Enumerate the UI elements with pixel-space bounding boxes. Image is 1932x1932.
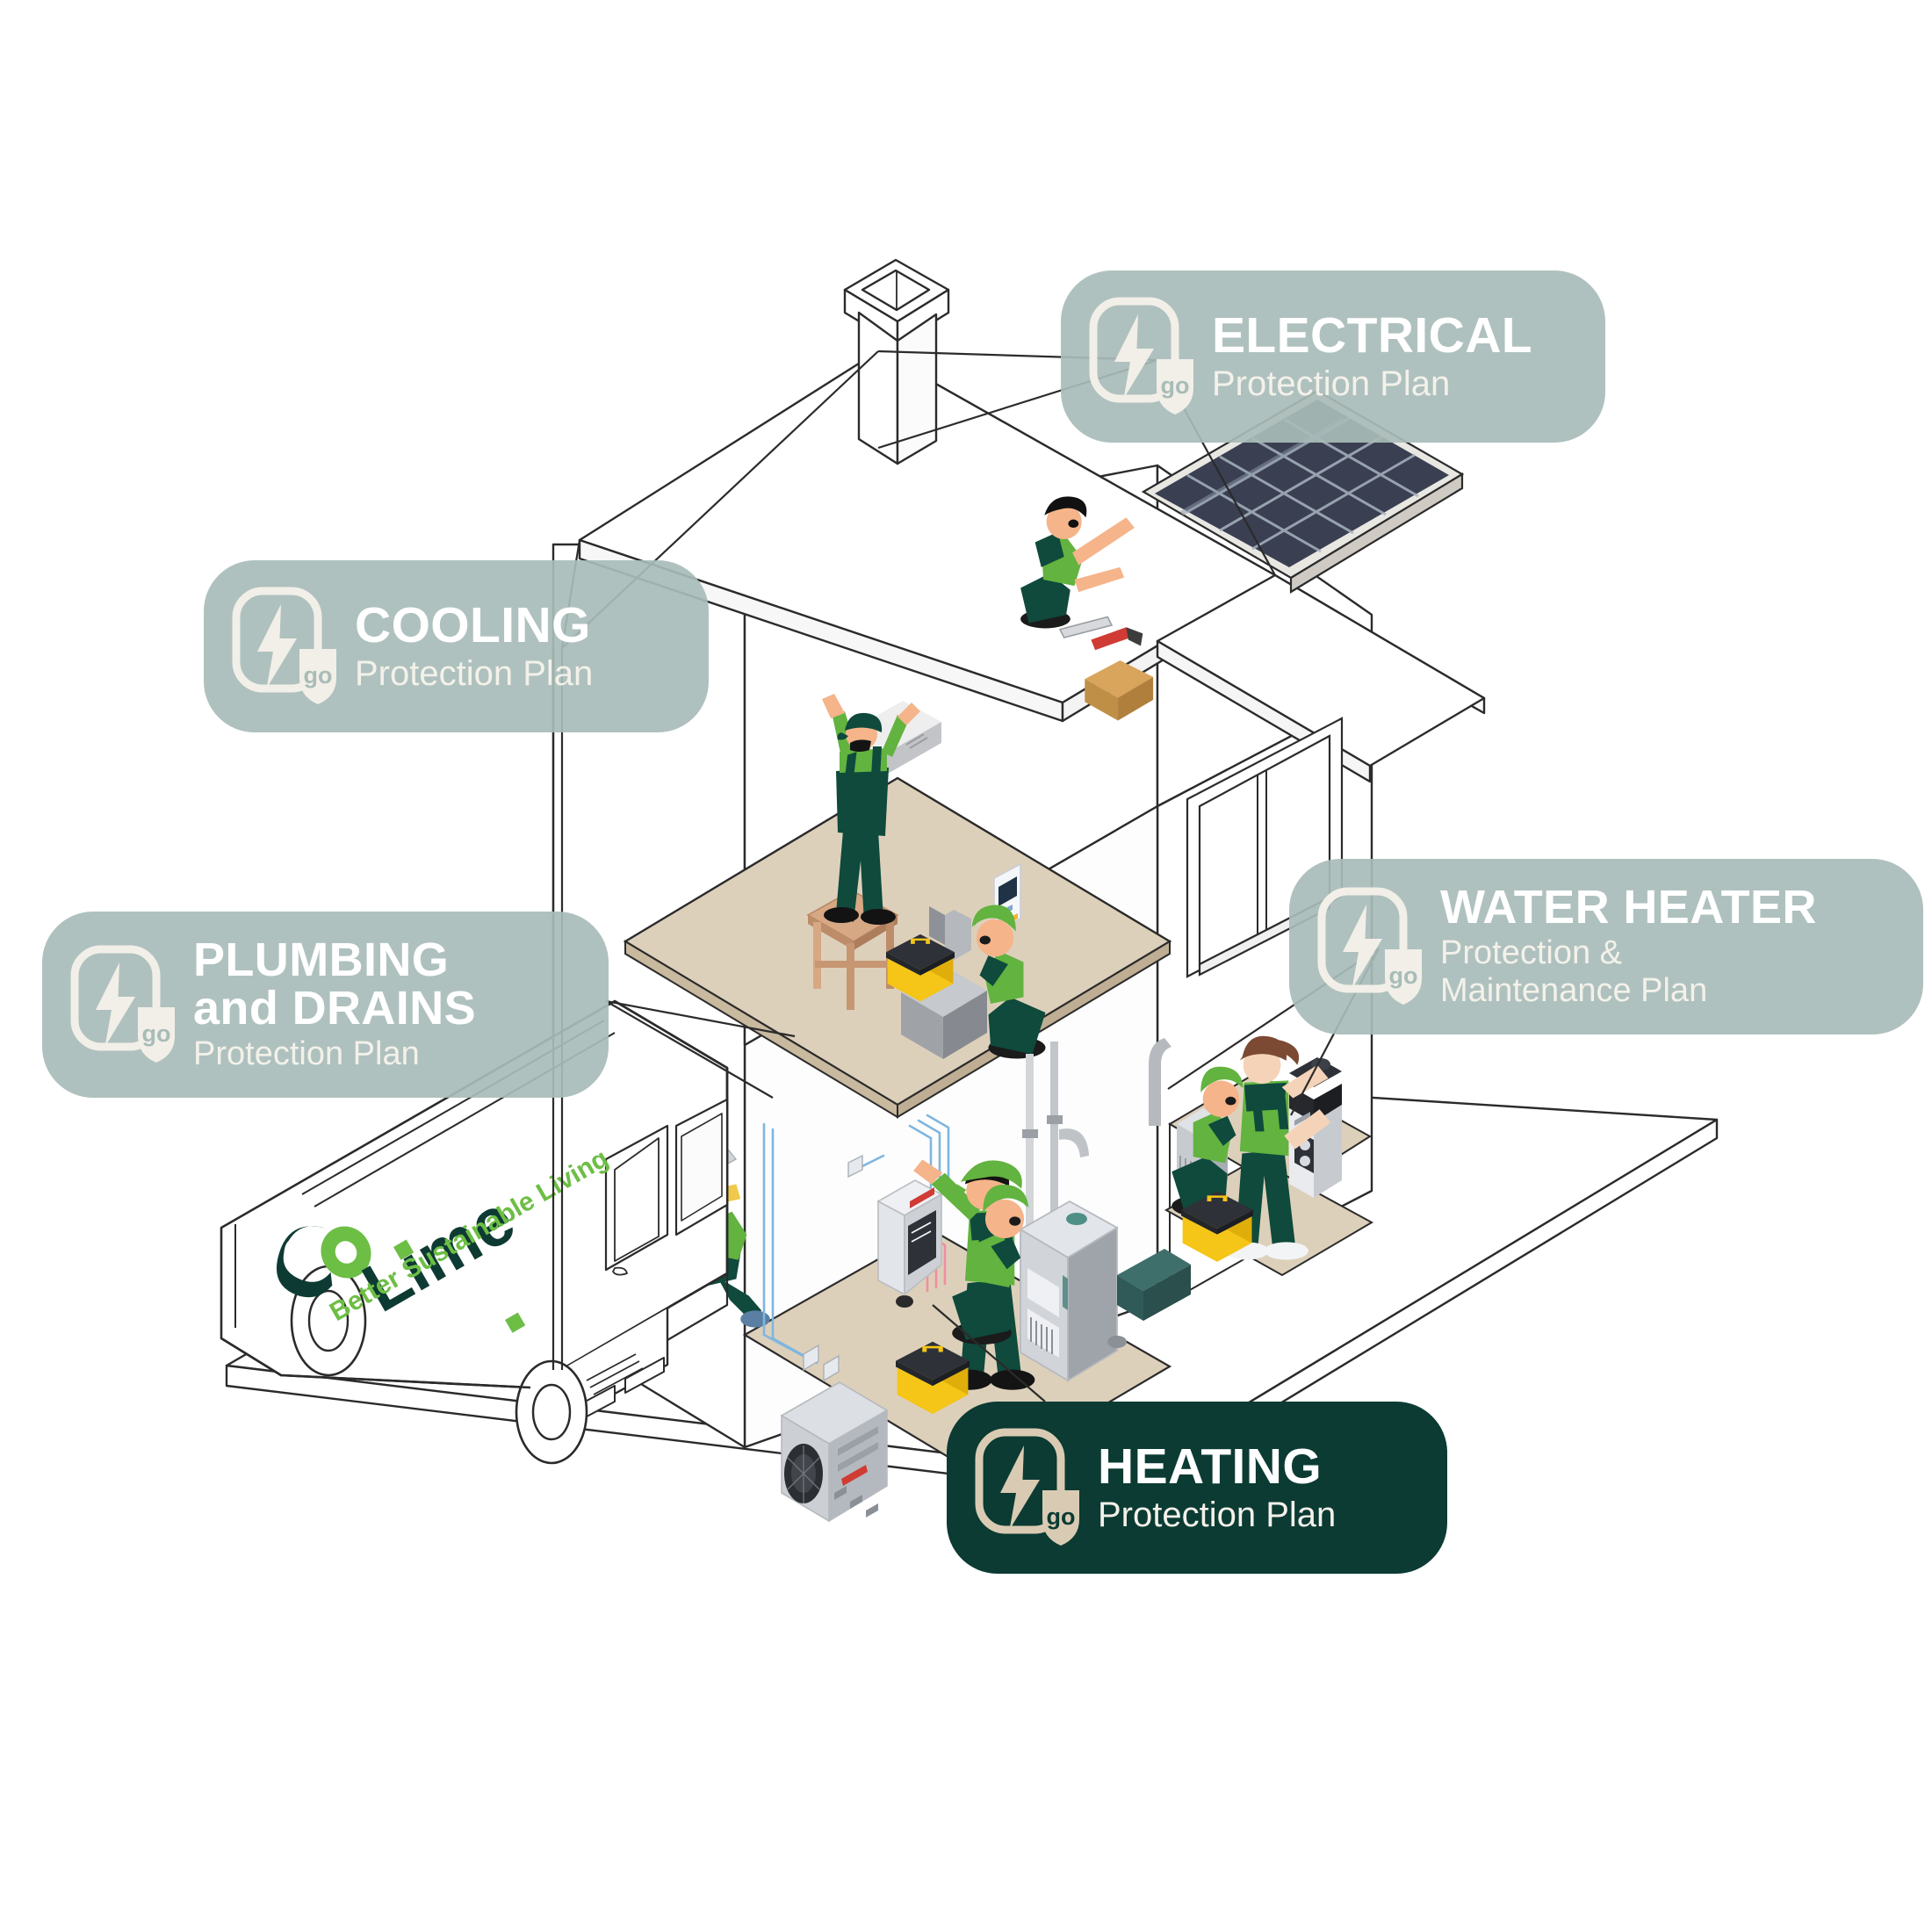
roof	[578, 350, 1486, 783]
badge-water-heater-icon: go	[1308, 881, 1440, 1013]
svg-text:go: go	[304, 662, 333, 688]
badge-electrical-title: ELECTRICAL	[1212, 306, 1532, 364]
wall-wiring	[762, 1114, 950, 1382]
badge-plumbing-subtitle: Protection Plan	[193, 1035, 420, 1073]
outdoor-ac-condenser	[780, 1381, 889, 1523]
svg-text:go: go	[1161, 372, 1190, 399]
svg-text:go: go	[1047, 1503, 1076, 1530]
service-van	[220, 999, 729, 1465]
badge-electrical-icon: go	[1080, 291, 1212, 422]
badge-plumbing-title-line2: and DRAINS	[193, 982, 477, 1035]
badge-plumbing-and-drains[interactable]: go PLUMBING and DRAINS Protection Plan	[42, 912, 609, 1098]
badge-heating-icon: go	[966, 1422, 1098, 1554]
badge-water-heater-title: WATER HEATER	[1440, 881, 1817, 934]
badge-electrical-subtitle: Protection Plan	[1212, 364, 1451, 403]
badge-heating-title: HEATING	[1098, 1438, 1323, 1495]
chimney	[843, 258, 950, 465]
worker-solar-installer	[1020, 496, 1154, 721]
badge-cooling[interactable]: go COOLING Protection Plan	[204, 560, 709, 732]
badge-water-heater-subtitle: Protection & Maintenance Plan	[1440, 934, 1708, 1010]
badge-heating-subtitle: Protection Plan	[1098, 1495, 1337, 1534]
furnace	[1019, 1200, 1191, 1382]
duct-work	[901, 906, 987, 1059]
badge-water-heater[interactable]: go WATER HEATER Protection & Maintenance…	[1289, 859, 1923, 1034]
svg-text:go: go	[1389, 962, 1418, 989]
badge-heating[interactable]: go HEATING Protection Plan	[947, 1402, 1447, 1574]
badge-cooling-icon: go	[223, 580, 355, 712]
badge-electrical[interactable]: go ELECTRICAL Protection Plan	[1061, 270, 1605, 443]
electrical-consumer-unit	[876, 1179, 943, 1296]
badge-plumbing-title-line1: PLUMBING	[193, 934, 450, 987]
badge-cooling-title: COOLING	[355, 596, 591, 653]
badge-plumbing-icon: go	[61, 939, 193, 1071]
pipework-vertical	[1022, 1042, 1089, 1261]
badge-cooling-subtitle: Protection Plan	[355, 653, 594, 693]
svg-text:go: go	[142, 1020, 171, 1047]
